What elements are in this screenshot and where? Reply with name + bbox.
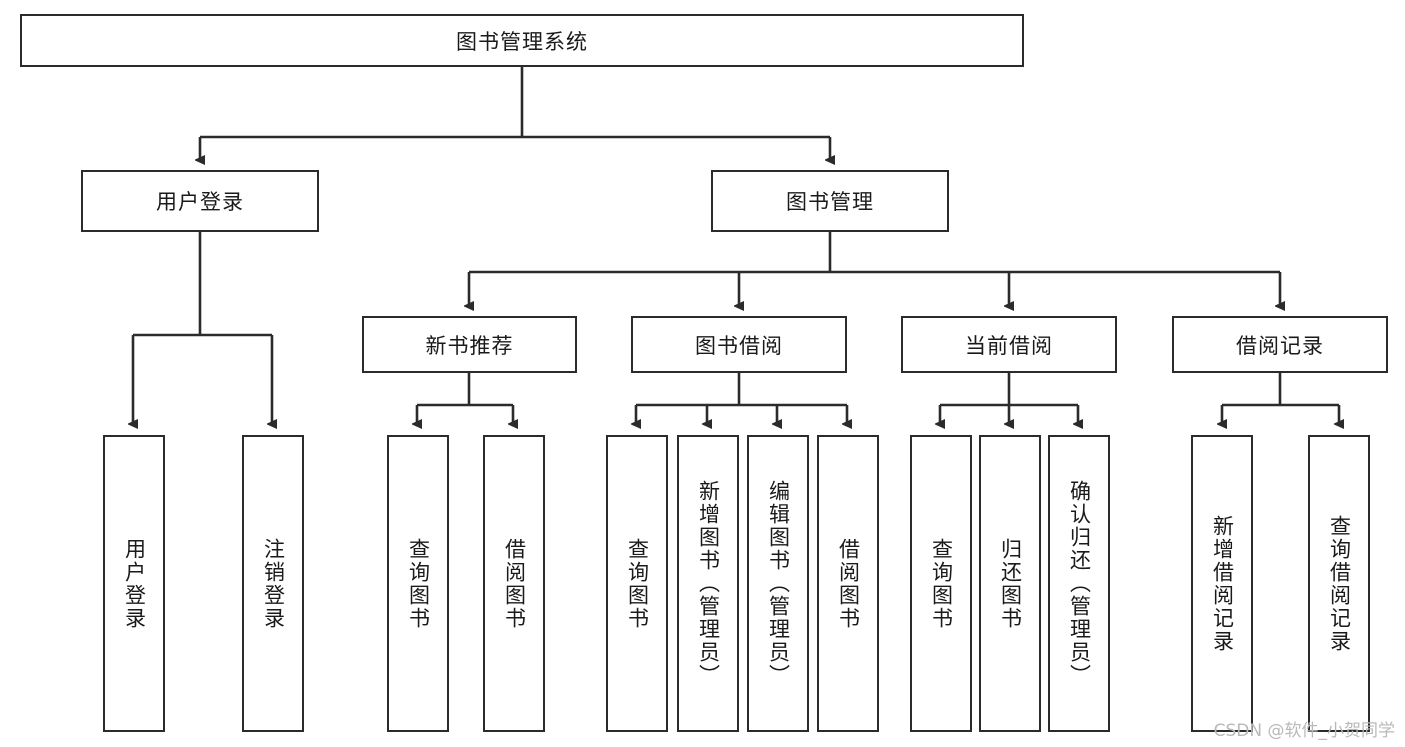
node-leaf-query-book-2-label: 查询图书 xyxy=(625,537,650,630)
node-leaf-query-book-1-label: 查询图书 xyxy=(406,537,431,630)
node-borrow-record[interactable]: 借阅记录 xyxy=(1172,316,1388,373)
node-leaf-edit-book[interactable]: 编辑图书（管理员） xyxy=(747,435,809,732)
node-user-login-label: 用户登录 xyxy=(156,190,244,214)
node-leaf-add-record[interactable]: 新增借阅记录 xyxy=(1191,435,1253,732)
node-new-book-recommend-label: 新书推荐 xyxy=(425,333,514,358)
node-leaf-add-record-label: 新增借阅记录 xyxy=(1210,514,1235,653)
node-leaf-add-book-label: 新增图书（管理员） xyxy=(696,480,721,687)
node-book-management-label: 图书管理 xyxy=(786,190,874,214)
node-leaf-return-book[interactable]: 归还图书 xyxy=(979,435,1041,732)
node-leaf-confirm-return[interactable]: 确认归还（管理员） xyxy=(1048,435,1110,732)
node-book-management[interactable]: 图书管理 xyxy=(711,170,949,232)
node-leaf-user-login[interactable]: 用户登录 xyxy=(103,435,165,732)
node-leaf-query-book-3[interactable]: 查询图书 xyxy=(910,435,972,732)
node-leaf-borrow-book-2[interactable]: 借阅图书 xyxy=(817,435,879,732)
csdn-watermark: CSDN @软件_小贺同学 xyxy=(1213,721,1395,741)
node-leaf-borrow-book-1[interactable]: 借阅图书 xyxy=(483,435,545,732)
node-leaf-query-record[interactable]: 查询借阅记录 xyxy=(1308,435,1370,732)
node-leaf-user-login-label: 用户登录 xyxy=(122,537,147,630)
node-root[interactable]: 图书管理系统 xyxy=(20,14,1024,67)
node-leaf-confirm-return-label: 确认归还（管理员） xyxy=(1067,480,1092,687)
node-leaf-query-book-3-label: 查询图书 xyxy=(929,537,954,630)
node-leaf-borrow-book-2-label: 借阅图书 xyxy=(836,537,861,630)
node-leaf-borrow-book-1-label: 借阅图书 xyxy=(502,537,527,630)
node-leaf-return-book-label: 归还图书 xyxy=(998,537,1023,630)
node-leaf-logout-label: 注销登录 xyxy=(261,537,286,630)
node-current-borrow[interactable]: 当前借阅 xyxy=(901,316,1117,373)
node-book-borrow-label: 图书借阅 xyxy=(695,333,783,358)
node-book-borrow[interactable]: 图书借阅 xyxy=(631,316,847,373)
node-borrow-record-label: 借阅记录 xyxy=(1236,333,1324,358)
node-new-book-recommend[interactable]: 新书推荐 xyxy=(362,316,577,373)
node-user-login[interactable]: 用户登录 xyxy=(81,170,319,232)
node-current-borrow-label: 当前借阅 xyxy=(965,333,1053,358)
node-leaf-query-book-2[interactable]: 查询图书 xyxy=(606,435,668,732)
node-leaf-edit-book-label: 编辑图书（管理员） xyxy=(766,480,791,687)
node-leaf-query-book-1[interactable]: 查询图书 xyxy=(387,435,449,732)
node-leaf-query-record-label: 查询借阅记录 xyxy=(1327,514,1352,653)
node-leaf-logout[interactable]: 注销登录 xyxy=(242,435,304,732)
node-leaf-add-book[interactable]: 新增图书（管理员） xyxy=(677,435,739,732)
node-root-label: 图书管理系统 xyxy=(456,29,588,54)
